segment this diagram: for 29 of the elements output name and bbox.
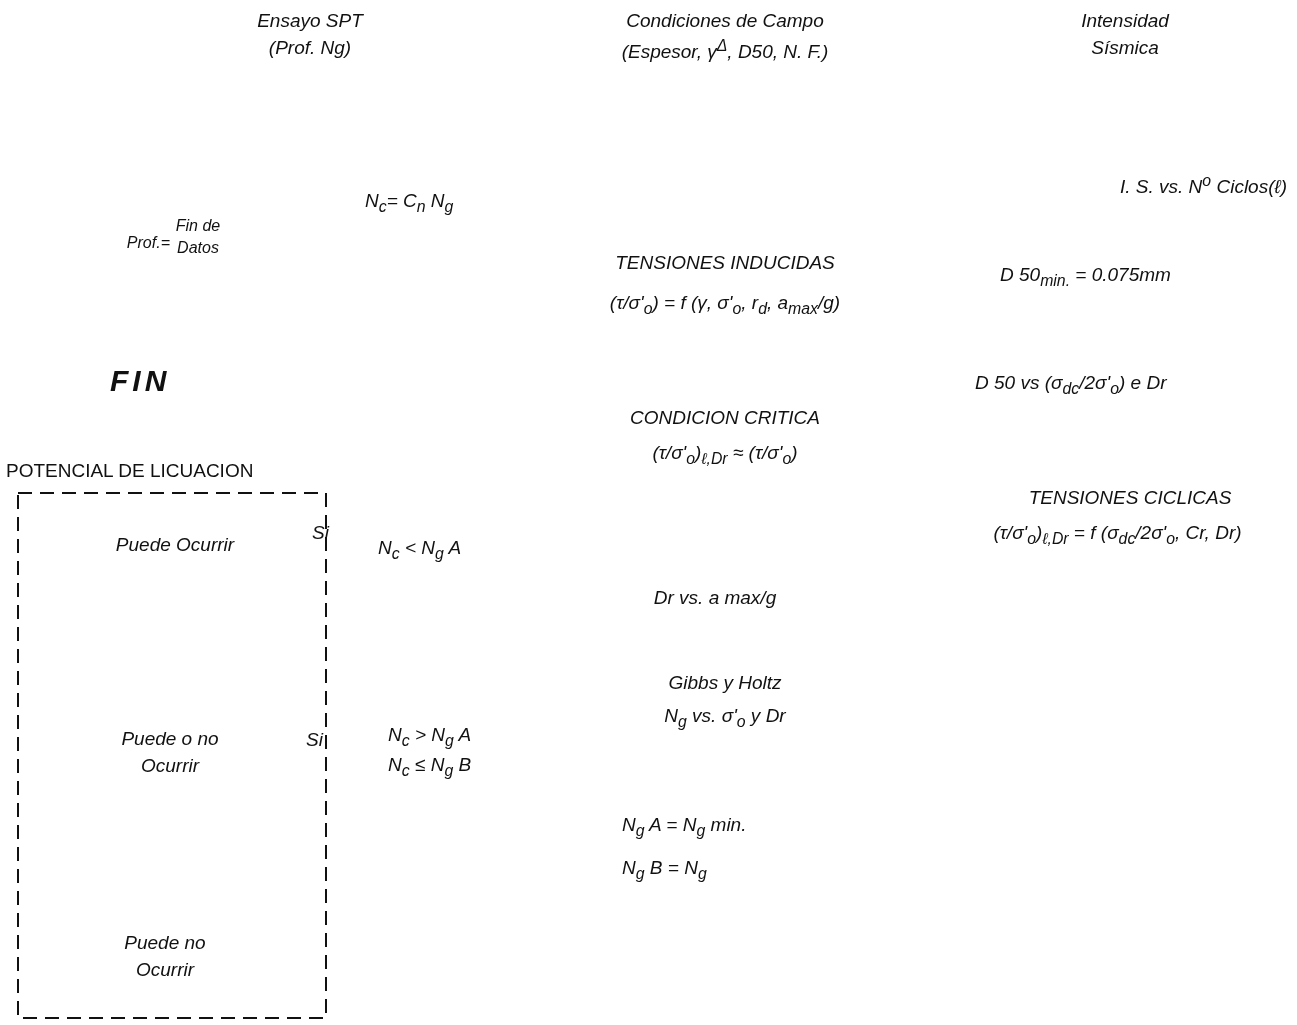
formula: (τ/σ'$_{o}$)$_{ℓ,Dr}$ ≈ (τ/σ'$_{o}$)	[651, 441, 799, 469]
relation-text: N$_{g}$ vs. σ'$_{o}$ y Dr	[663, 704, 787, 732]
column-heading: Ensayo SPT (Prof. Ng)	[256, 9, 365, 60]
relation-text: D 50 vs (σ$_{dc}$/2σ'$_{o}$) e Dr	[975, 371, 1168, 399]
reference-text: Gibbs y Holtz	[667, 671, 783, 695]
section-heading: CONDICION CRITICA	[629, 406, 821, 430]
column-heading: Intensidad Sísmica	[1080, 9, 1171, 60]
section-heading: TENSIONES CICLICAS	[1027, 486, 1233, 510]
outcome-text: Puede no Ocurrir	[123, 931, 207, 982]
relation-text: I. S. vs. N$^{o}$ Ciclos(ℓ)	[1120, 171, 1288, 200]
formula: D 50$_{min.}$ = 0.075mm	[1000, 263, 1172, 291]
end-condition-text: Fin de Datos	[174, 216, 222, 259]
condition-text: N$_{c}$ ≤ N$_{g}$ B	[388, 753, 473, 781]
formula: N$_{g}$ B = N$_{g}$	[622, 856, 708, 884]
formula: N$_{g}$ A = N$_{g}$ min.	[622, 813, 748, 841]
column-heading: Condiciones de Campo (Espesor, γ$^{Δ}$, D50, N. F.)	[620, 9, 830, 64]
formula: Prof.=	[125, 233, 170, 253]
formula: N$_{c}$= C$_{n}$ N$_{g}$	[365, 189, 455, 217]
yes-label: Si	[306, 728, 325, 752]
end-text: FIN	[110, 363, 172, 399]
section-heading: TENSIONES INDUCIDAS	[614, 251, 836, 275]
condition-text: N$_{c}$ > N$_{g}$ A	[388, 723, 473, 751]
outcome-text: Puede Ocurrir	[114, 533, 236, 557]
outcome-text: Puede o no Ocurrir	[120, 727, 220, 778]
formula: (τ/σ'$_{o}$) = f (γ, σ'$_{o}$, r$_{d}$, a$_{max}$/g)	[608, 291, 842, 319]
condition-text: N$_{c}$ < N$_{g}$ A	[378, 536, 463, 564]
formula: (τ/σ'$_{o}$)$_{ℓ,Dr}$ = f (σ$_{dc}$/2σ'$_{o}$, Cr, Dr)	[992, 521, 1243, 549]
relation-text: Dr vs. a max/g	[652, 586, 778, 610]
group-heading: POTENCIAL DE LICUACION	[6, 460, 254, 482]
